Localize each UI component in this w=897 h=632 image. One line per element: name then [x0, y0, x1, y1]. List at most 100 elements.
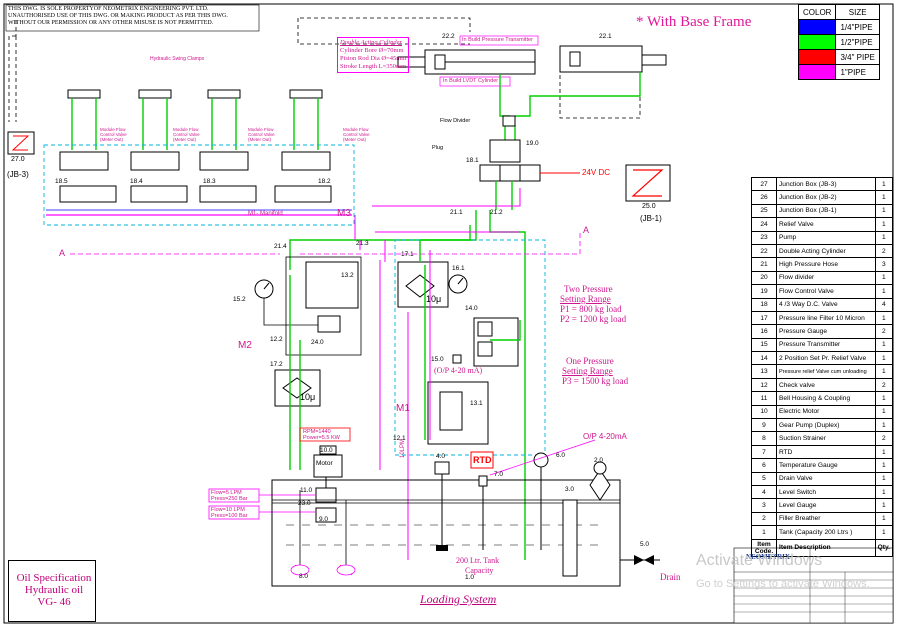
bom-item-qty: 1 — [874, 404, 894, 420]
jb3-label: (JB-3) — [7, 170, 29, 179]
tag: 18.1 — [466, 157, 479, 164]
bom-item-no: 17 — [751, 310, 777, 326]
bom-item-desc: Pressure Gauge — [776, 324, 876, 339]
module-valves — [59, 151, 332, 203]
bom-item-desc: Suction Strainer — [776, 431, 876, 446]
bom-item-no: 7 — [751, 444, 777, 460]
op-ma-label-2: O/P 4-20mA — [583, 432, 627, 441]
tag: 5.0 — [640, 541, 650, 548]
tag: 11.0 — [300, 487, 313, 494]
module-label-4: Module Flow Control Valve (Meter Out) — [343, 127, 370, 142]
one-pressure-note: One Pressure Setting Range P3 = 1500 kg … — [562, 356, 628, 386]
bom-item-qty: 1 — [874, 525, 894, 540]
bom-item-qty: 1 — [874, 337, 894, 353]
drain-label: Drain — [660, 572, 681, 582]
tag: 2.0 — [594, 457, 604, 464]
bom-item-desc: Bell Housing & Coupling — [776, 391, 876, 406]
legend-swatch-red — [797, 49, 837, 65]
bom-item-no: 1 — [751, 525, 777, 540]
two-pressure-p1: P1 = 800 kg load — [560, 304, 622, 314]
bom-header-no: Item Code. — [751, 538, 777, 557]
plug-label: Plug — [432, 145, 444, 151]
legend-size: 1"PIPE — [835, 64, 880, 80]
module-label-2: Module Flow Control Valve (Meter Out) — [173, 127, 200, 142]
bom-item-desc: Filler Breather — [776, 511, 876, 527]
legend-size: 3/4" PIPE — [835, 49, 880, 65]
pressure-transmitter-label: In Build Pressure Transmitter — [462, 37, 533, 43]
notice-line-1: THIS DWG. IS SOLE PROPERTYOF NEOMETRIX E… — [8, 6, 209, 12]
oil-spec-frame — [8, 560, 96, 622]
bom-item-no: 12 — [751, 377, 777, 393]
bom-item-no: 22 — [751, 243, 777, 259]
tag: 8.0 — [299, 573, 309, 580]
m1-label: M1 — [396, 403, 410, 414]
jb1-number: 25.0 — [642, 203, 656, 210]
tag: 6.0 — [556, 452, 566, 459]
bom-item-desc: Double Acting Cylinder — [776, 243, 876, 259]
tag: 7.0 — [494, 471, 504, 478]
flow1-label: Flow=5 LPM — [211, 490, 242, 496]
bom-item-qty: 2 — [874, 377, 894, 393]
tag: 22.2 — [442, 33, 455, 40]
cylinder-note-title: Double Acting Cylinder — [340, 39, 402, 46]
bom-item-no: 16 — [751, 324, 777, 339]
module-label-1: Module Flow Control Valve (Meter Out) — [100, 127, 127, 142]
bom-item-desc: Level Switch — [776, 484, 876, 500]
oil-spec-line-3: VG- 46 — [37, 596, 71, 608]
bom-item-qty: 1 — [874, 484, 894, 500]
bom-item-no: 6 — [751, 458, 777, 473]
one-pressure-p3: P3 = 1500 kg load — [562, 376, 629, 386]
tank-capacity-label: Capacity — [465, 566, 494, 575]
bom-item-no: 20 — [751, 270, 777, 286]
tag: 4.0 — [436, 453, 446, 460]
bom-item-desc: High Pressure Hose — [776, 257, 876, 272]
legend-header-size: SIZE — [835, 4, 880, 20]
bom-item-desc: Pressure relief Valve cum unloading — [776, 364, 876, 379]
notice-line-2: UNAUTHORISED USE OF THIS DWG. OR MAKING … — [8, 13, 228, 19]
bom-item-qty: 1 — [874, 364, 894, 379]
base-frame-note: * With Base Frame — [636, 14, 752, 30]
bom-item-desc: Electric Motor — [776, 404, 876, 420]
m3-label: M3 — [337, 208, 351, 219]
m2-label: M2 — [238, 340, 252, 351]
bom-item-desc: Drain Valve — [776, 471, 876, 486]
bom-item-no: 19 — [751, 284, 777, 299]
filter-rating-1: 10μ — [426, 294, 442, 304]
bom-item-no: 14 — [751, 351, 777, 366]
tag: 19.0 — [526, 140, 539, 147]
bom-item-desc: Pump — [776, 230, 876, 245]
bom-item-desc: RTD — [776, 444, 876, 460]
bom-item-qty: 1 — [874, 444, 894, 460]
tag: 13.1 — [470, 400, 483, 407]
bom-item-no: 5 — [751, 471, 777, 486]
bom-item-qty: 1 — [874, 217, 894, 232]
bom-item-qty: 1 — [874, 284, 894, 299]
legend-swatch-green — [797, 34, 837, 50]
bom-item-qty: 2 — [874, 324, 894, 339]
bom-item-no: 4 — [751, 484, 777, 500]
tag: 24.0 — [311, 339, 324, 346]
bom-item-no: 26 — [751, 190, 777, 205]
manifold-label: M1- Manifold — [248, 211, 283, 217]
bom-item-qty: 1 — [874, 511, 894, 527]
bom-item-desc: Pressure line Filter 10 Micron — [776, 310, 876, 326]
bom-item-desc: Check valve — [776, 377, 876, 393]
bom-item-qty: 1 — [874, 270, 894, 286]
cylinder-note-rod: Piston Rod Dia Ø=45mm — [340, 55, 407, 62]
tag: 15.2 — [233, 296, 246, 303]
press1-label: Press=250 Bar — [211, 496, 248, 502]
ownership-notice: THIS DWG. IS SOLE PROPERTYOF NEOMETRIX E… — [8, 6, 228, 27]
one-pressure-title-1: One Pressure — [566, 356, 614, 366]
bom-item-desc: Tank (Capacity 200 Ltrs ) — [776, 525, 876, 540]
bom-item-no: 9 — [751, 418, 777, 433]
bom-item-qty: 1 — [874, 176, 894, 192]
bom-item-desc: Pressure Transmitter — [776, 337, 876, 353]
press2-label: Press=100 Bar — [211, 513, 248, 519]
